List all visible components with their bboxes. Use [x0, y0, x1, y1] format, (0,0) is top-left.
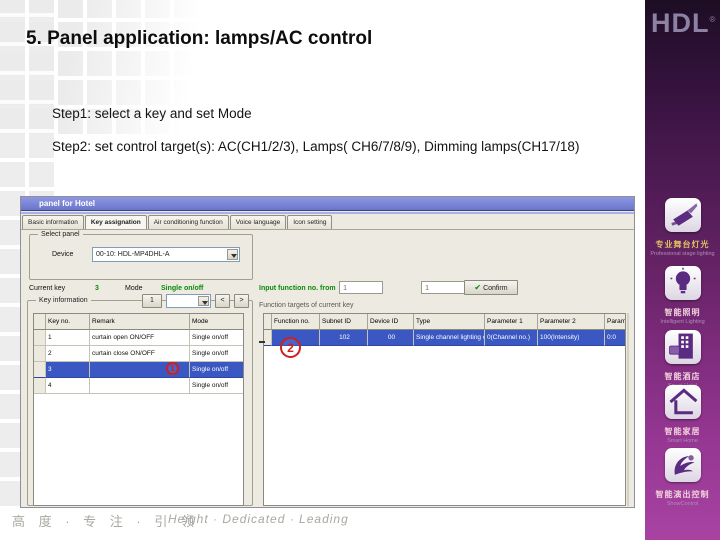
show-control-icon — [664, 448, 701, 482]
tab-strip: Basic information Key assignation Air co… — [21, 214, 634, 230]
col-parameter-2: Parameter 2 — [538, 314, 605, 330]
hdl-logo: HDL® — [651, 8, 717, 38]
chevron-down-icon[interactable] — [198, 296, 209, 306]
mode-label: Mode — [125, 285, 143, 292]
tab-air-conditioning-function[interactable]: Air conditioning function — [147, 215, 229, 229]
sidebar-item-label-zh: 智能照明 — [664, 308, 701, 317]
sidebar-item-label-en: Smart Home — [667, 438, 698, 444]
table-row[interactable]: 1 curtain open ON/OFF Single on/off — [34, 330, 243, 346]
page-button[interactable]: 1 — [142, 294, 162, 308]
row-selector-mark — [259, 341, 265, 343]
next-button[interactable]: > — [234, 294, 249, 308]
annotation-circle-2: 2 — [280, 337, 301, 358]
col-type: Type — [414, 314, 485, 330]
prev-button[interactable]: < — [215, 294, 230, 308]
key-table: Key no. Remark Mode 1 curtain open ON/OF… — [33, 313, 244, 506]
confirm-button[interactable]: ✔Confirm — [464, 280, 518, 295]
step2-text: Step2: set control target(s): AC(CH1/2/3… — [52, 139, 580, 154]
tab-key-assignation[interactable]: Key assignation — [84, 215, 147, 229]
key-page-dropdown[interactable] — [166, 294, 211, 308]
sidebar-item-label-zh: 专业舞台灯光 — [655, 240, 710, 249]
check-icon: ✔ — [474, 283, 482, 292]
sidebar-item-label-zh: 智能酒店 — [664, 372, 701, 381]
table-row[interactable]: 4 Single on/off — [34, 378, 243, 394]
window-titlebar[interactable]: panel for Hotel — [21, 197, 634, 211]
sidebar-item-intelligent-lighting: 智能照明 Intelligent Lighting — [645, 266, 720, 325]
annotation-circle-1: 1 — [166, 362, 179, 375]
device-dropdown[interactable]: 00-10: HDL-MP4DHL-A — [92, 247, 240, 262]
col-mode: Mode — [190, 314, 243, 330]
window-body: Select panel Device 00-10: HDL-MP4DHL-A … — [21, 230, 634, 507]
titlebar-strip — [21, 212, 634, 214]
tab-basic-information[interactable]: Basic information — [22, 215, 84, 229]
sidebar-item-label-zh: 智能家居 — [664, 427, 701, 436]
gutter-cell — [264, 314, 272, 330]
key-information-group-label: Key information — [36, 297, 91, 304]
sidebar-item-stage-lighting: 专业舞台灯光 Professional stage lighting — [645, 198, 720, 257]
step1-text: Step1: select a key and set Mode — [52, 106, 252, 121]
select-panel-group: Select panel Device 00-10: HDL-MP4DHL-A — [29, 231, 253, 280]
function-from-input[interactable] — [339, 281, 383, 294]
app-window: panel for Hotel Basic information Key as… — [20, 196, 635, 508]
col-key-no: Key no. — [46, 314, 90, 330]
footer-slogan-zh: 高 度 · 专 注 · 引 领 — [12, 514, 199, 529]
sidebar-item-show-control: 智能演出控制 ShowControl — [645, 448, 720, 507]
sidebar-item-label-en: Intelligent Lighting — [660, 319, 705, 325]
sidebar-item-label-en: ShowControl — [666, 501, 699, 507]
current-key-label: Current key — [29, 285, 66, 292]
sidebar-item-label-zh: 智能演出控制 — [655, 490, 710, 499]
col-remark: Remark — [90, 314, 190, 330]
tab-icon-setting[interactable]: Icon setting — [287, 215, 333, 229]
tab-voice-language[interactable]: Voice language — [229, 215, 287, 229]
table-row-selected[interactable]: 3 Single on/off — [34, 362, 243, 378]
col-parameter-1: Parameter 1 — [485, 314, 538, 330]
target-table-header: Function no. Subnet ID Device ID Type Pa… — [264, 314, 625, 330]
sidebar-item-smart-home: 智能家居 Smart Home — [645, 385, 720, 444]
col-parameter-3: Param — [605, 314, 625, 330]
smart-home-icon — [664, 385, 701, 419]
key-table-header: Key no. Remark Mode — [34, 314, 243, 330]
device-label: Device — [52, 251, 74, 258]
stage-light-icon — [664, 198, 701, 232]
window-title: panel for Hotel — [39, 199, 96, 208]
target-row-selected[interactable]: 102 00 Single channel lighting co 0(Chan… — [264, 330, 625, 346]
scroll-edge-line — [627, 313, 629, 506]
select-panel-group-label: Select panel — [38, 231, 83, 238]
smart-hotel-icon — [664, 330, 701, 364]
gutter-cell — [34, 314, 46, 330]
input-function-label: Input function no. from — [259, 285, 336, 292]
chevron-down-icon[interactable] — [227, 249, 238, 260]
device-dropdown-value: 00-10: HDL-MP4DHL-A — [96, 251, 170, 258]
col-function-no: Function no. — [272, 314, 320, 330]
footer-slogan-en: Height · Dedicated · Leading — [168, 512, 349, 526]
sidebar-item-label-en: Professional stage lighting — [650, 251, 715, 257]
table-row[interactable]: 2 curtain close ON/OFF Single on/off — [34, 346, 243, 362]
brand-sidebar: HDL® 专业舞台灯光 Professional stage lighting … — [645, 0, 720, 540]
current-key-value: 3 — [95, 285, 99, 292]
target-table: Function no. Subnet ID Device ID Type Pa… — [263, 313, 626, 506]
function-targets-label: Function targets of current key — [259, 302, 354, 309]
sidebar-item-smart-hotel: 智能酒店 Smart Hotel — [645, 330, 720, 389]
confirm-button-label: Confirm — [483, 285, 508, 292]
light-bulb-icon — [664, 266, 701, 300]
page-title: 5. Panel application: lamps/AC control — [26, 28, 373, 49]
col-subnet-id: Subnet ID — [320, 314, 368, 330]
col-device-id: Device ID — [368, 314, 414, 330]
function-to-input[interactable] — [421, 281, 465, 294]
mode-value: Single on/off — [161, 285, 204, 292]
